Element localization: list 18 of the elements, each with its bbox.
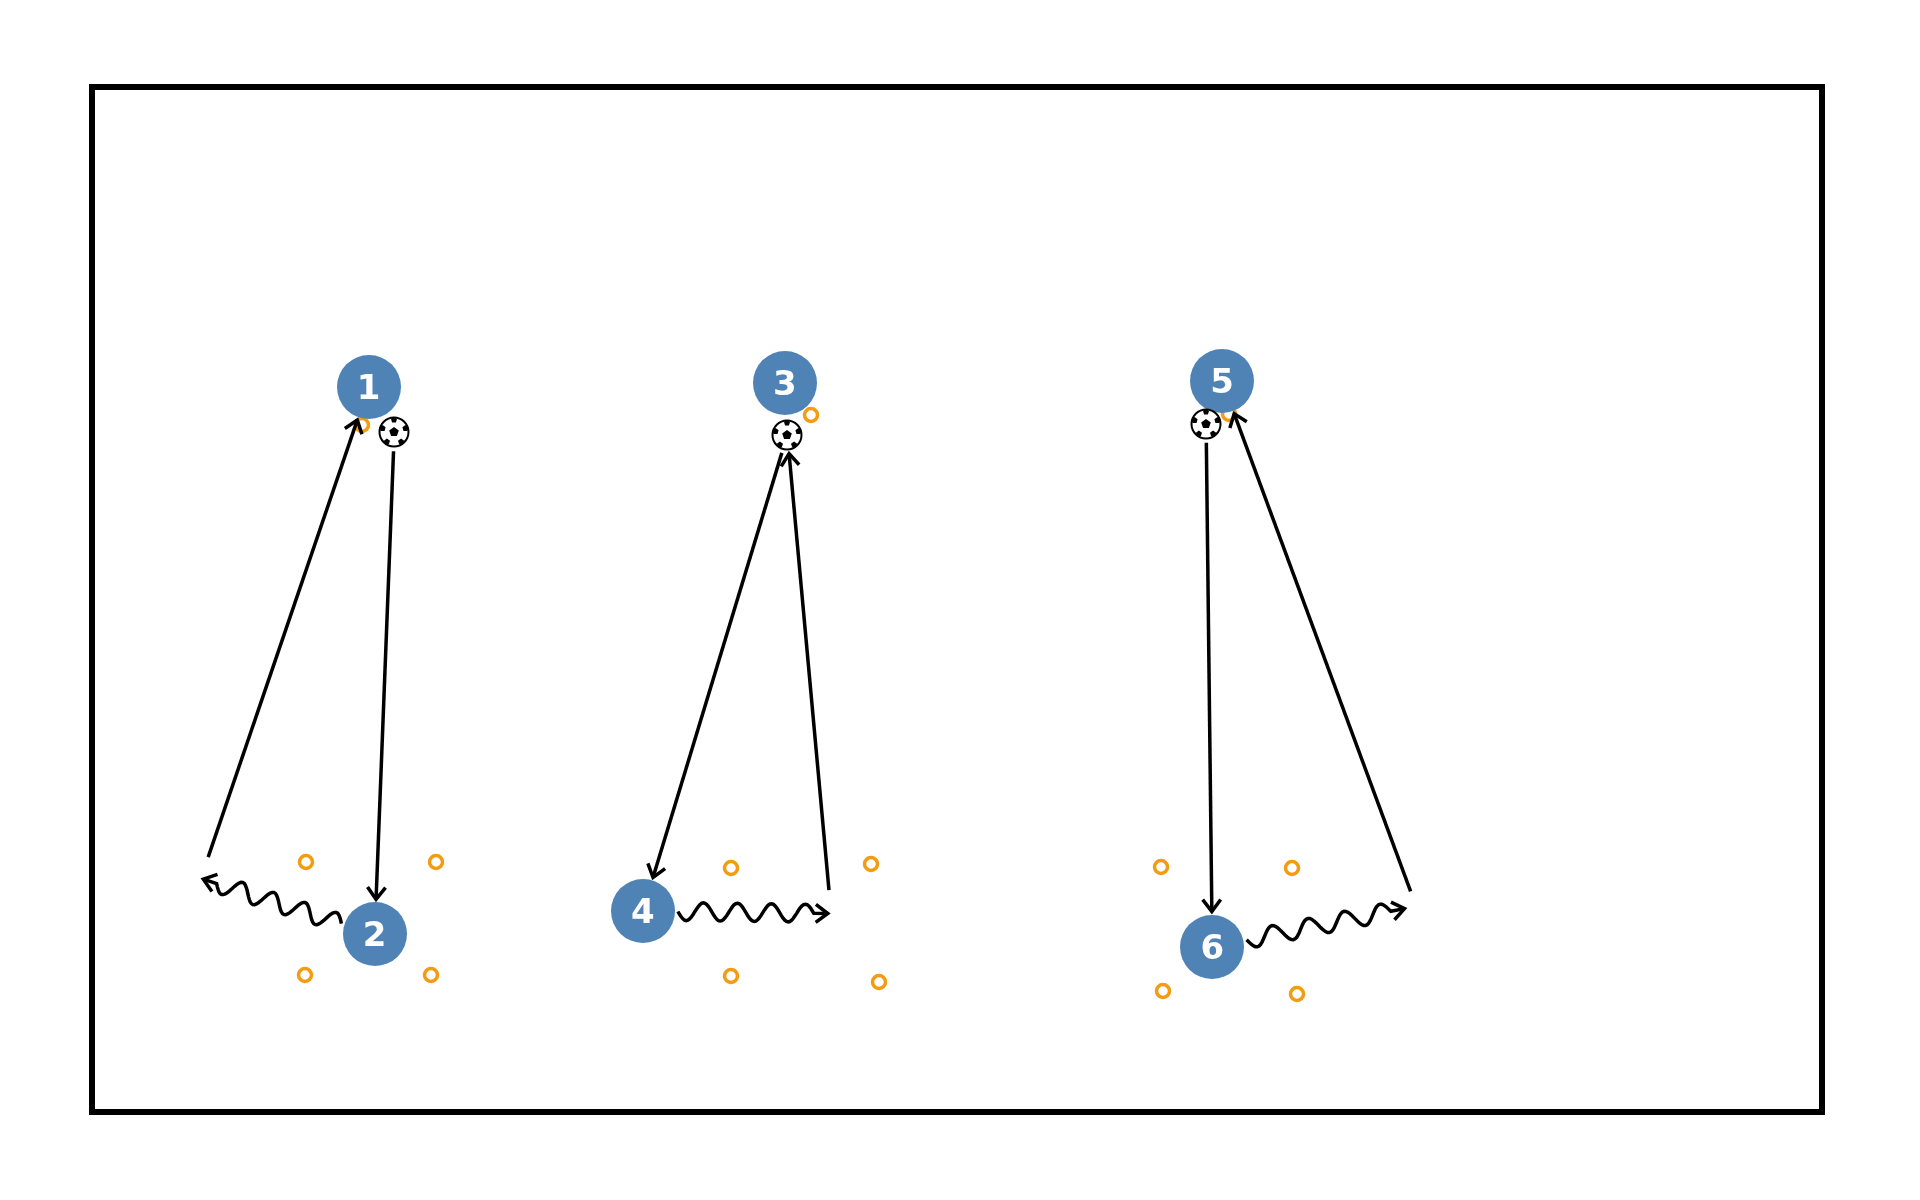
- player-marker: 5: [1190, 348, 1255, 413]
- soccer-ball-icon: [771, 418, 804, 451]
- arrow: [1200, 442, 1223, 914]
- player-marker: 6: [1180, 914, 1245, 979]
- dribble-arrow: [1245, 900, 1407, 949]
- arrow: [1228, 411, 1413, 893]
- dribble-arrow: [201, 872, 344, 927]
- dribble-arrow: [676, 901, 830, 925]
- arrow: [779, 451, 831, 891]
- soccer-ball-icon: [378, 416, 411, 449]
- soccer-ball-icon: [1190, 407, 1223, 440]
- player-marker: 2: [342, 902, 407, 967]
- arrow: [646, 452, 784, 880]
- player-marker: 3: [752, 351, 817, 416]
- player-marker: 1: [336, 354, 401, 419]
- arrow: [206, 418, 364, 858]
- arrow: [365, 451, 396, 902]
- player-marker: 4: [610, 879, 675, 943]
